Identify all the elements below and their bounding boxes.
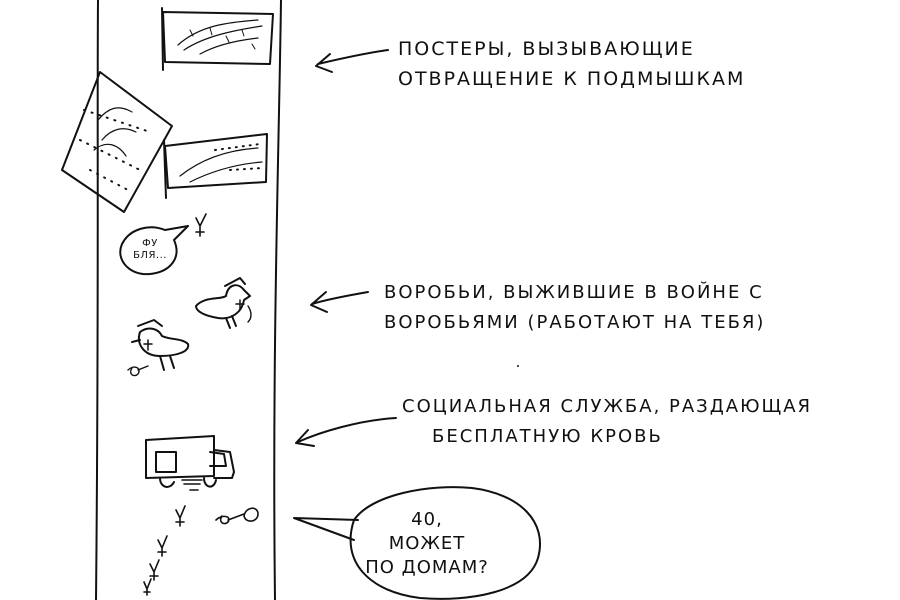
truck-icon <box>145 435 235 491</box>
speech-bubble-big <box>349 486 541 600</box>
poster-icon <box>61 71 173 213</box>
corridor-right-wall <box>273 0 282 600</box>
arrow-icon <box>295 417 397 447</box>
sparrow-trail-icon <box>143 505 259 596</box>
poster-icon <box>161 7 274 71</box>
speaker-sparrow-icon <box>195 213 207 237</box>
sparrows-label-line1: воробьи, выжившие в войне с <box>384 282 764 303</box>
posters-label-line2: отвращение к подмышкам <box>398 68 746 90</box>
speech-bubble-big-text: 40, может по домам? <box>352 508 502 580</box>
bubble-small-line1: фу <box>142 238 158 249</box>
bubble-big-line3: по домам? <box>365 557 489 578</box>
speech-bubble-small <box>119 225 189 276</box>
sparrows-annotation: воробьи, выжившие в войне с воробьями (р… <box>384 278 765 338</box>
sparrows-label-line2: воробьями (работают на тебя) <box>384 312 766 333</box>
arrow-icon <box>310 291 369 313</box>
social-label-line2: бесплатную кровь <box>432 426 663 447</box>
speech-bubble-small-text: фу бля... <box>128 238 172 262</box>
corridor-left-wall <box>95 0 99 600</box>
social-label-line1: социальная служба, раздающая <box>402 396 813 417</box>
posters-annotation: постеры, вызывающие отвращение к подмышк… <box>398 34 745 94</box>
posters-label-line1: постеры, вызывающие <box>398 38 695 60</box>
poster-icon <box>163 133 268 199</box>
social-service-annotation: социальная служба, раздающая бесплатную … <box>402 392 812 452</box>
speech-bubble-tail <box>293 517 359 541</box>
arrow-icon <box>315 49 389 73</box>
sparrow-icon <box>127 319 190 377</box>
bubble-big-line2: может <box>388 533 466 554</box>
sparrow-icon <box>195 277 252 329</box>
bubble-big-line1: 40, <box>411 509 443 530</box>
bubble-small-line2: бля... <box>133 250 167 261</box>
